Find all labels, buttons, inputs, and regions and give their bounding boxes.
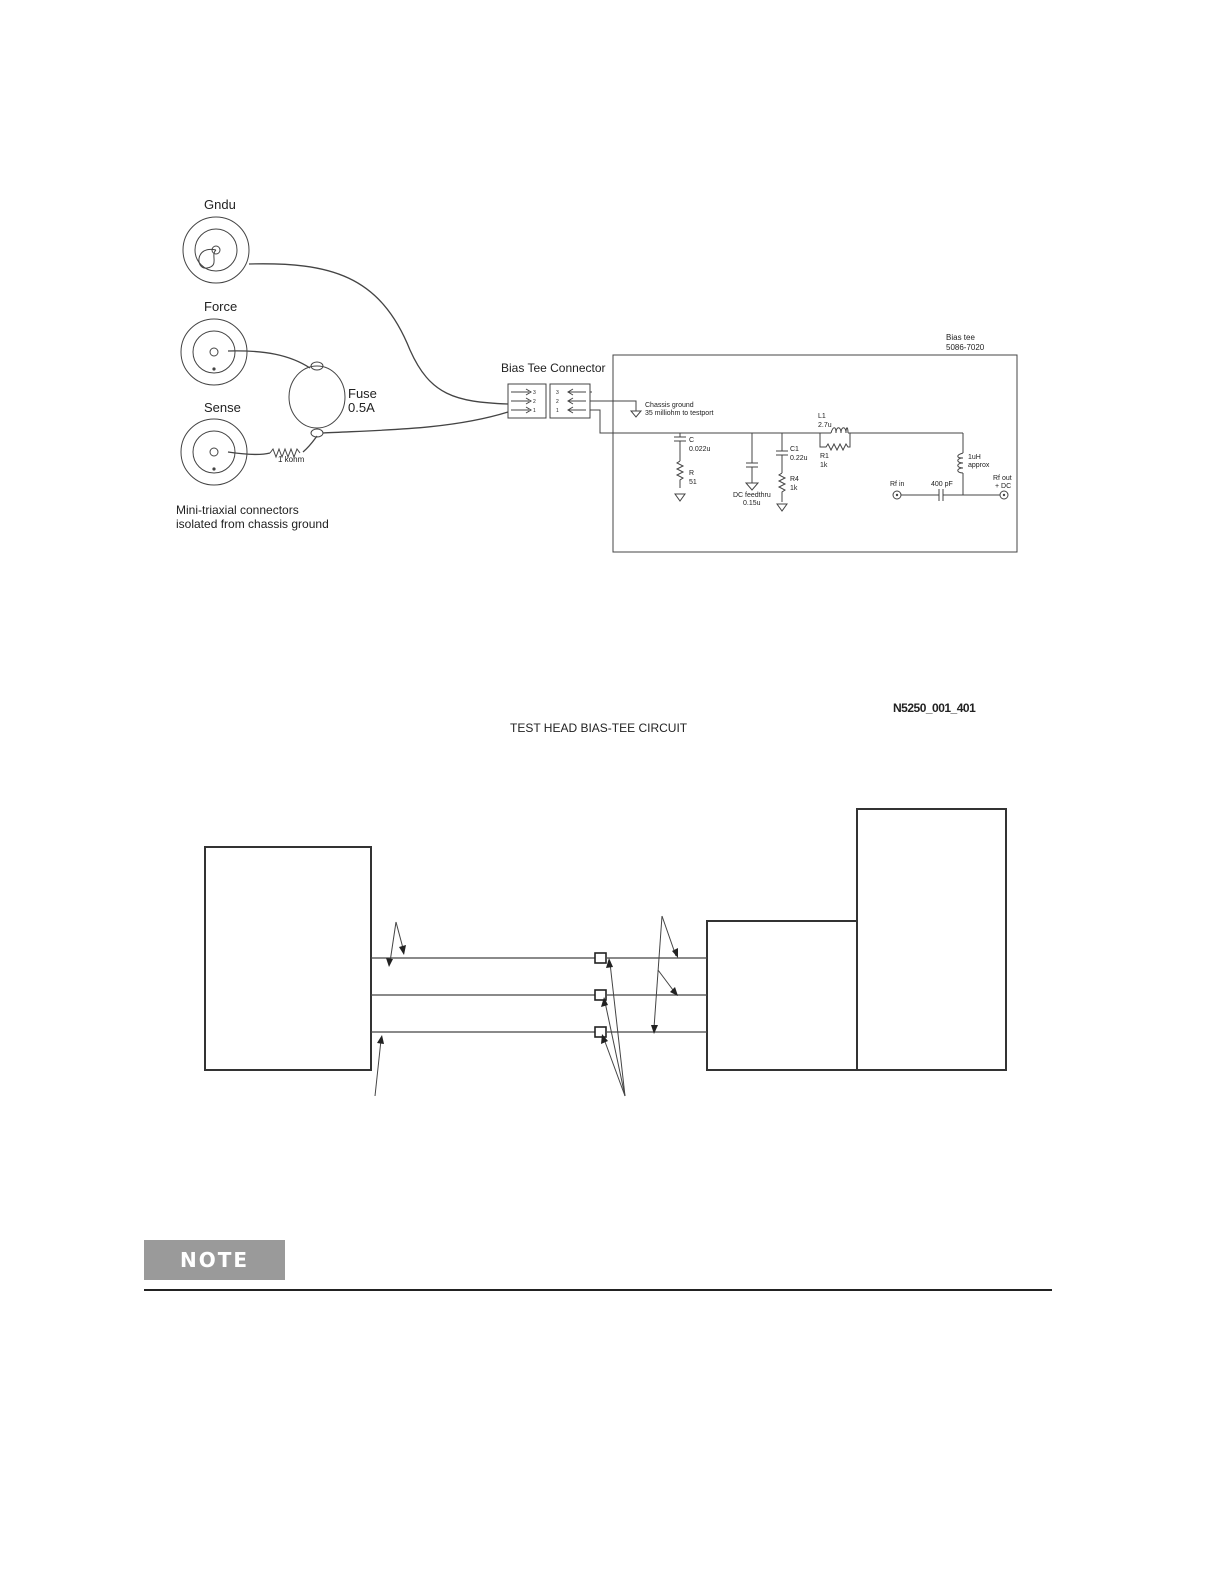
pin-3-right: 3 xyxy=(556,390,559,396)
bias-tee-box: Bias tee 5086-7020 Chassis ground 35 mil… xyxy=(590,333,1018,553)
bias-tee-title-2: 5086-7020 xyxy=(946,343,985,352)
connector-note-1: Mini-triaxial connectors xyxy=(176,503,299,517)
bias-tee-connector-label: Bias Tee Connector xyxy=(501,361,606,375)
r-value: 51 xyxy=(689,479,697,486)
c-name: C xyxy=(689,437,694,444)
left-leaders xyxy=(374,921,406,1097)
sense-connector: Sense xyxy=(180,400,248,486)
fuse-label-1: Fuse xyxy=(348,386,377,401)
c1-value: 0.22u xyxy=(790,455,808,462)
pin-2-right: 2 xyxy=(556,399,559,405)
test-head-bias-tee-figure: Gndu Force Sense xyxy=(176,197,1018,735)
r-name: R xyxy=(689,470,694,477)
dc-feed-1: DC feedthru xyxy=(733,492,771,499)
l2-approx: approx xyxy=(968,462,990,469)
bias-tee-title-1: Bias tee xyxy=(946,333,975,342)
c-value: 0.022u xyxy=(689,446,711,453)
chassis-ground-1: Chassis ground xyxy=(645,402,694,409)
l2-value: 1uH xyxy=(968,454,981,461)
l1-value: 2.7u xyxy=(818,422,832,429)
left-block xyxy=(204,846,372,1071)
figure-caption: TEST HEAD BIAS-TEE CIRCUIT xyxy=(510,721,688,735)
pin-1-left: 1 xyxy=(533,408,536,414)
r4-name: R4 xyxy=(790,476,799,483)
connector-note-2: isolated from chassis ground xyxy=(176,517,329,531)
cap-400-label: 400 pF xyxy=(931,481,953,488)
note-rule xyxy=(144,1289,1052,1291)
junction-square-bottom xyxy=(594,1026,607,1038)
junction-square-top xyxy=(594,952,607,964)
rf-in-label: Rf in xyxy=(890,481,905,488)
diagram-canvas: Gndu Force Sense xyxy=(176,197,1018,1097)
l1-name: L1 xyxy=(818,413,826,420)
rf-out-label-1: Rf out xyxy=(993,475,1012,482)
fuse: Fuse 0.5A xyxy=(288,361,377,438)
center-leaders xyxy=(601,958,626,1097)
gndu-label: Gndu xyxy=(204,197,236,212)
right-block xyxy=(856,808,1007,1071)
middle-block xyxy=(706,920,858,1071)
block-diagram-figure xyxy=(204,808,1007,1097)
figure-id: N5250_001_401 xyxy=(893,701,976,715)
rf-out-label-2: + DC xyxy=(995,483,1011,490)
resistor-label: 1 kohm xyxy=(278,455,305,464)
fuse-label-2: 0.5A xyxy=(348,400,375,415)
pin-3-left: 3 xyxy=(533,390,536,396)
r4-value: 1k xyxy=(790,485,798,492)
chassis-ground-2: 35 milliohm to testport xyxy=(645,410,714,417)
dc-feed-2: 0.15u xyxy=(743,500,761,507)
c1-name: C1 xyxy=(790,446,799,453)
bias-tee-connector: Bias Tee Connector 3 2 1 3 2 1 xyxy=(501,361,606,419)
pin-1-right: 1 xyxy=(556,408,559,414)
force-label: Force xyxy=(204,299,237,314)
pin-2-left: 2 xyxy=(533,399,536,405)
sense-label: Sense xyxy=(204,400,241,415)
r1-value: 1k xyxy=(820,462,828,469)
note-label: NOTE xyxy=(144,1240,285,1280)
junction-square-middle xyxy=(594,989,607,1001)
r1-name: R1 xyxy=(820,453,829,460)
gndu-connector: Gndu xyxy=(182,197,250,284)
force-connector: Force xyxy=(180,299,248,386)
right-leaders xyxy=(651,915,678,1034)
